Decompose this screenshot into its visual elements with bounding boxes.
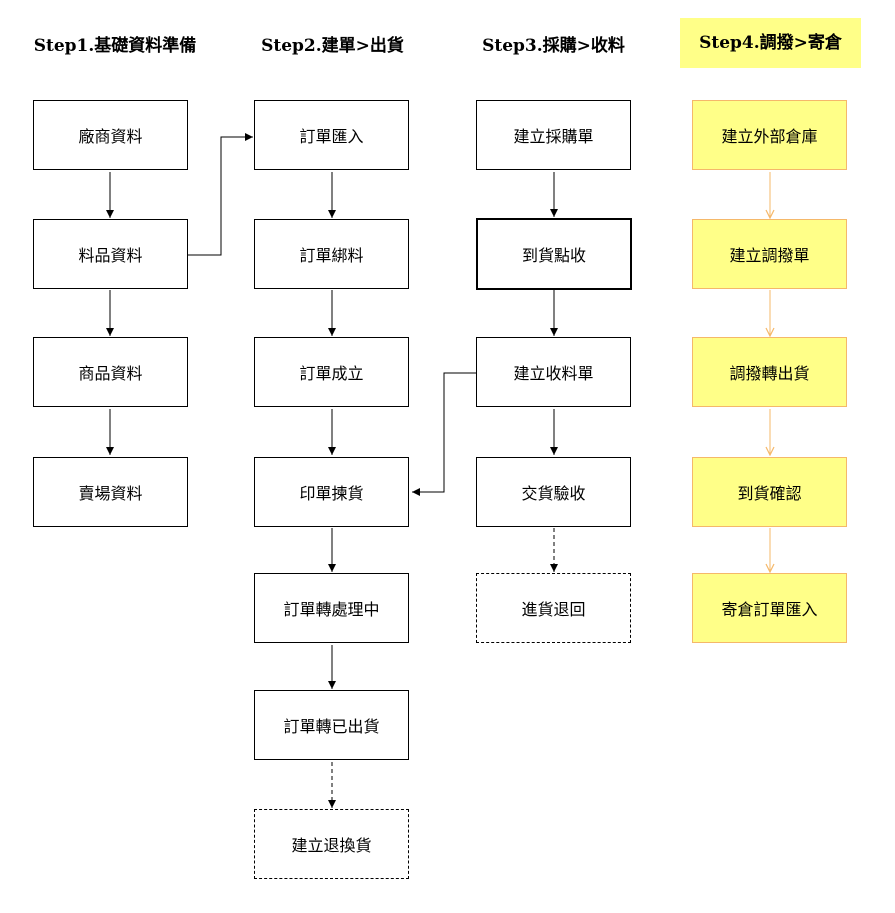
box-purchase-return: 進貨退回 [476, 573, 631, 643]
arrow-c3-to-c2 [412, 372, 476, 496]
box-order-established: 訂單成立 [254, 337, 409, 407]
box-create-purchase-order: 建立採購單 [476, 100, 631, 170]
box-create-receipt: 建立收料單 [476, 337, 631, 407]
box-order-bind-material: 訂單綁料 [254, 219, 409, 289]
column-title-step2: Step2.建單>出貨 [261, 36, 404, 56]
box-create-external-warehouse: 建立外部倉庫 [692, 100, 847, 170]
box-create-transfer: 建立調撥單 [692, 219, 847, 289]
box-store-data: 賣場資料 [33, 457, 188, 527]
box-material-data: 料品資料 [33, 219, 188, 289]
box-arrival-check: 到貨點收 [476, 218, 632, 290]
box-print-pick: 印單揀貨 [254, 457, 409, 527]
box-order-import: 訂單匯入 [254, 100, 409, 170]
arrow-c1-to-c2 [188, 133, 253, 256]
box-transfer-to-shipment: 調撥轉出貨 [692, 337, 847, 407]
box-order-shipped: 訂單轉已出貨 [254, 690, 409, 760]
column-title-step3: Step3.採購>收料 [482, 36, 625, 56]
box-product-data: 商品資料 [33, 337, 188, 407]
box-vendor-data: 廠商資料 [33, 100, 188, 170]
box-order-processing: 訂單轉處理中 [254, 573, 409, 643]
column-title-step1: Step1.基礎資料準備 [33, 36, 197, 56]
box-create-return: 建立退換貨 [254, 809, 409, 879]
box-arrival-confirm: 到貨確認 [692, 457, 847, 527]
box-delivery-inspection: 交貨驗收 [476, 457, 631, 527]
box-consignment-order-import: 寄倉訂單匯入 [692, 573, 847, 643]
column-title-step4: Step4.調撥>寄倉 [680, 18, 861, 68]
